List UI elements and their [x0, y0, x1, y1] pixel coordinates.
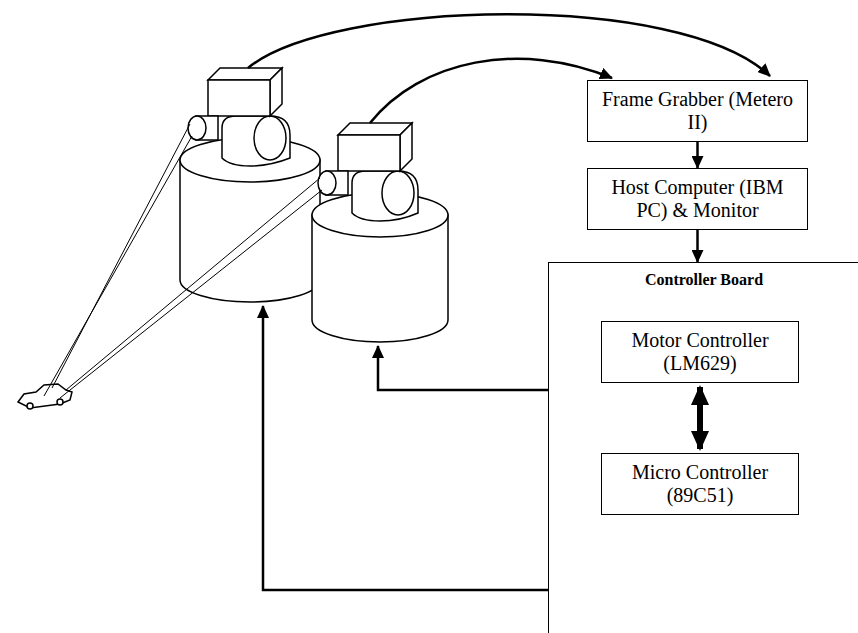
- flow-arrow: [696, 230, 699, 262]
- control-wire: [263, 306, 548, 590]
- process-box: Micro Controller (89C51): [601, 453, 799, 515]
- sight-line: [66, 178, 320, 390]
- group-heading: Controller Board: [637, 263, 771, 289]
- bidirectional-arrow: [697, 387, 703, 449]
- video-cable: [248, 14, 770, 76]
- flow-arrow: [696, 142, 699, 168]
- camera-body: [400, 123, 412, 171]
- sight-line: [52, 124, 190, 388]
- process-box: Motor Controller (LM629): [601, 321, 799, 383]
- process-box: Host Computer (IBM PC) & Monitor: [587, 168, 808, 230]
- sight-line: [60, 190, 322, 398]
- box-label: Host Computer (IBM PC) & Monitor: [588, 176, 807, 222]
- video-cable: [370, 59, 612, 123]
- tilt-joint: [382, 171, 414, 215]
- box-label: Micro Controller (89C51): [602, 461, 798, 507]
- camera-stand: [352, 171, 418, 221]
- car-wheel: [27, 403, 33, 409]
- camera-body: [208, 80, 270, 116]
- process-box: Frame Grabber (Metero II): [587, 80, 808, 142]
- target-car: [18, 384, 72, 408]
- board-group: Controller BoardMotor Controller (LM629)…: [548, 262, 858, 633]
- car-wheel: [57, 399, 63, 405]
- camera-lens: [188, 116, 206, 140]
- box-label: Frame Grabber (Metero II): [588, 88, 807, 134]
- camera-body: [338, 135, 400, 171]
- camera-body: [270, 68, 282, 116]
- camera-stand: [222, 116, 290, 166]
- box-label: Motor Controller (LM629): [602, 329, 798, 375]
- control-wire: [378, 346, 548, 390]
- sight-line: [44, 136, 192, 396]
- tilt-joint: [254, 116, 286, 160]
